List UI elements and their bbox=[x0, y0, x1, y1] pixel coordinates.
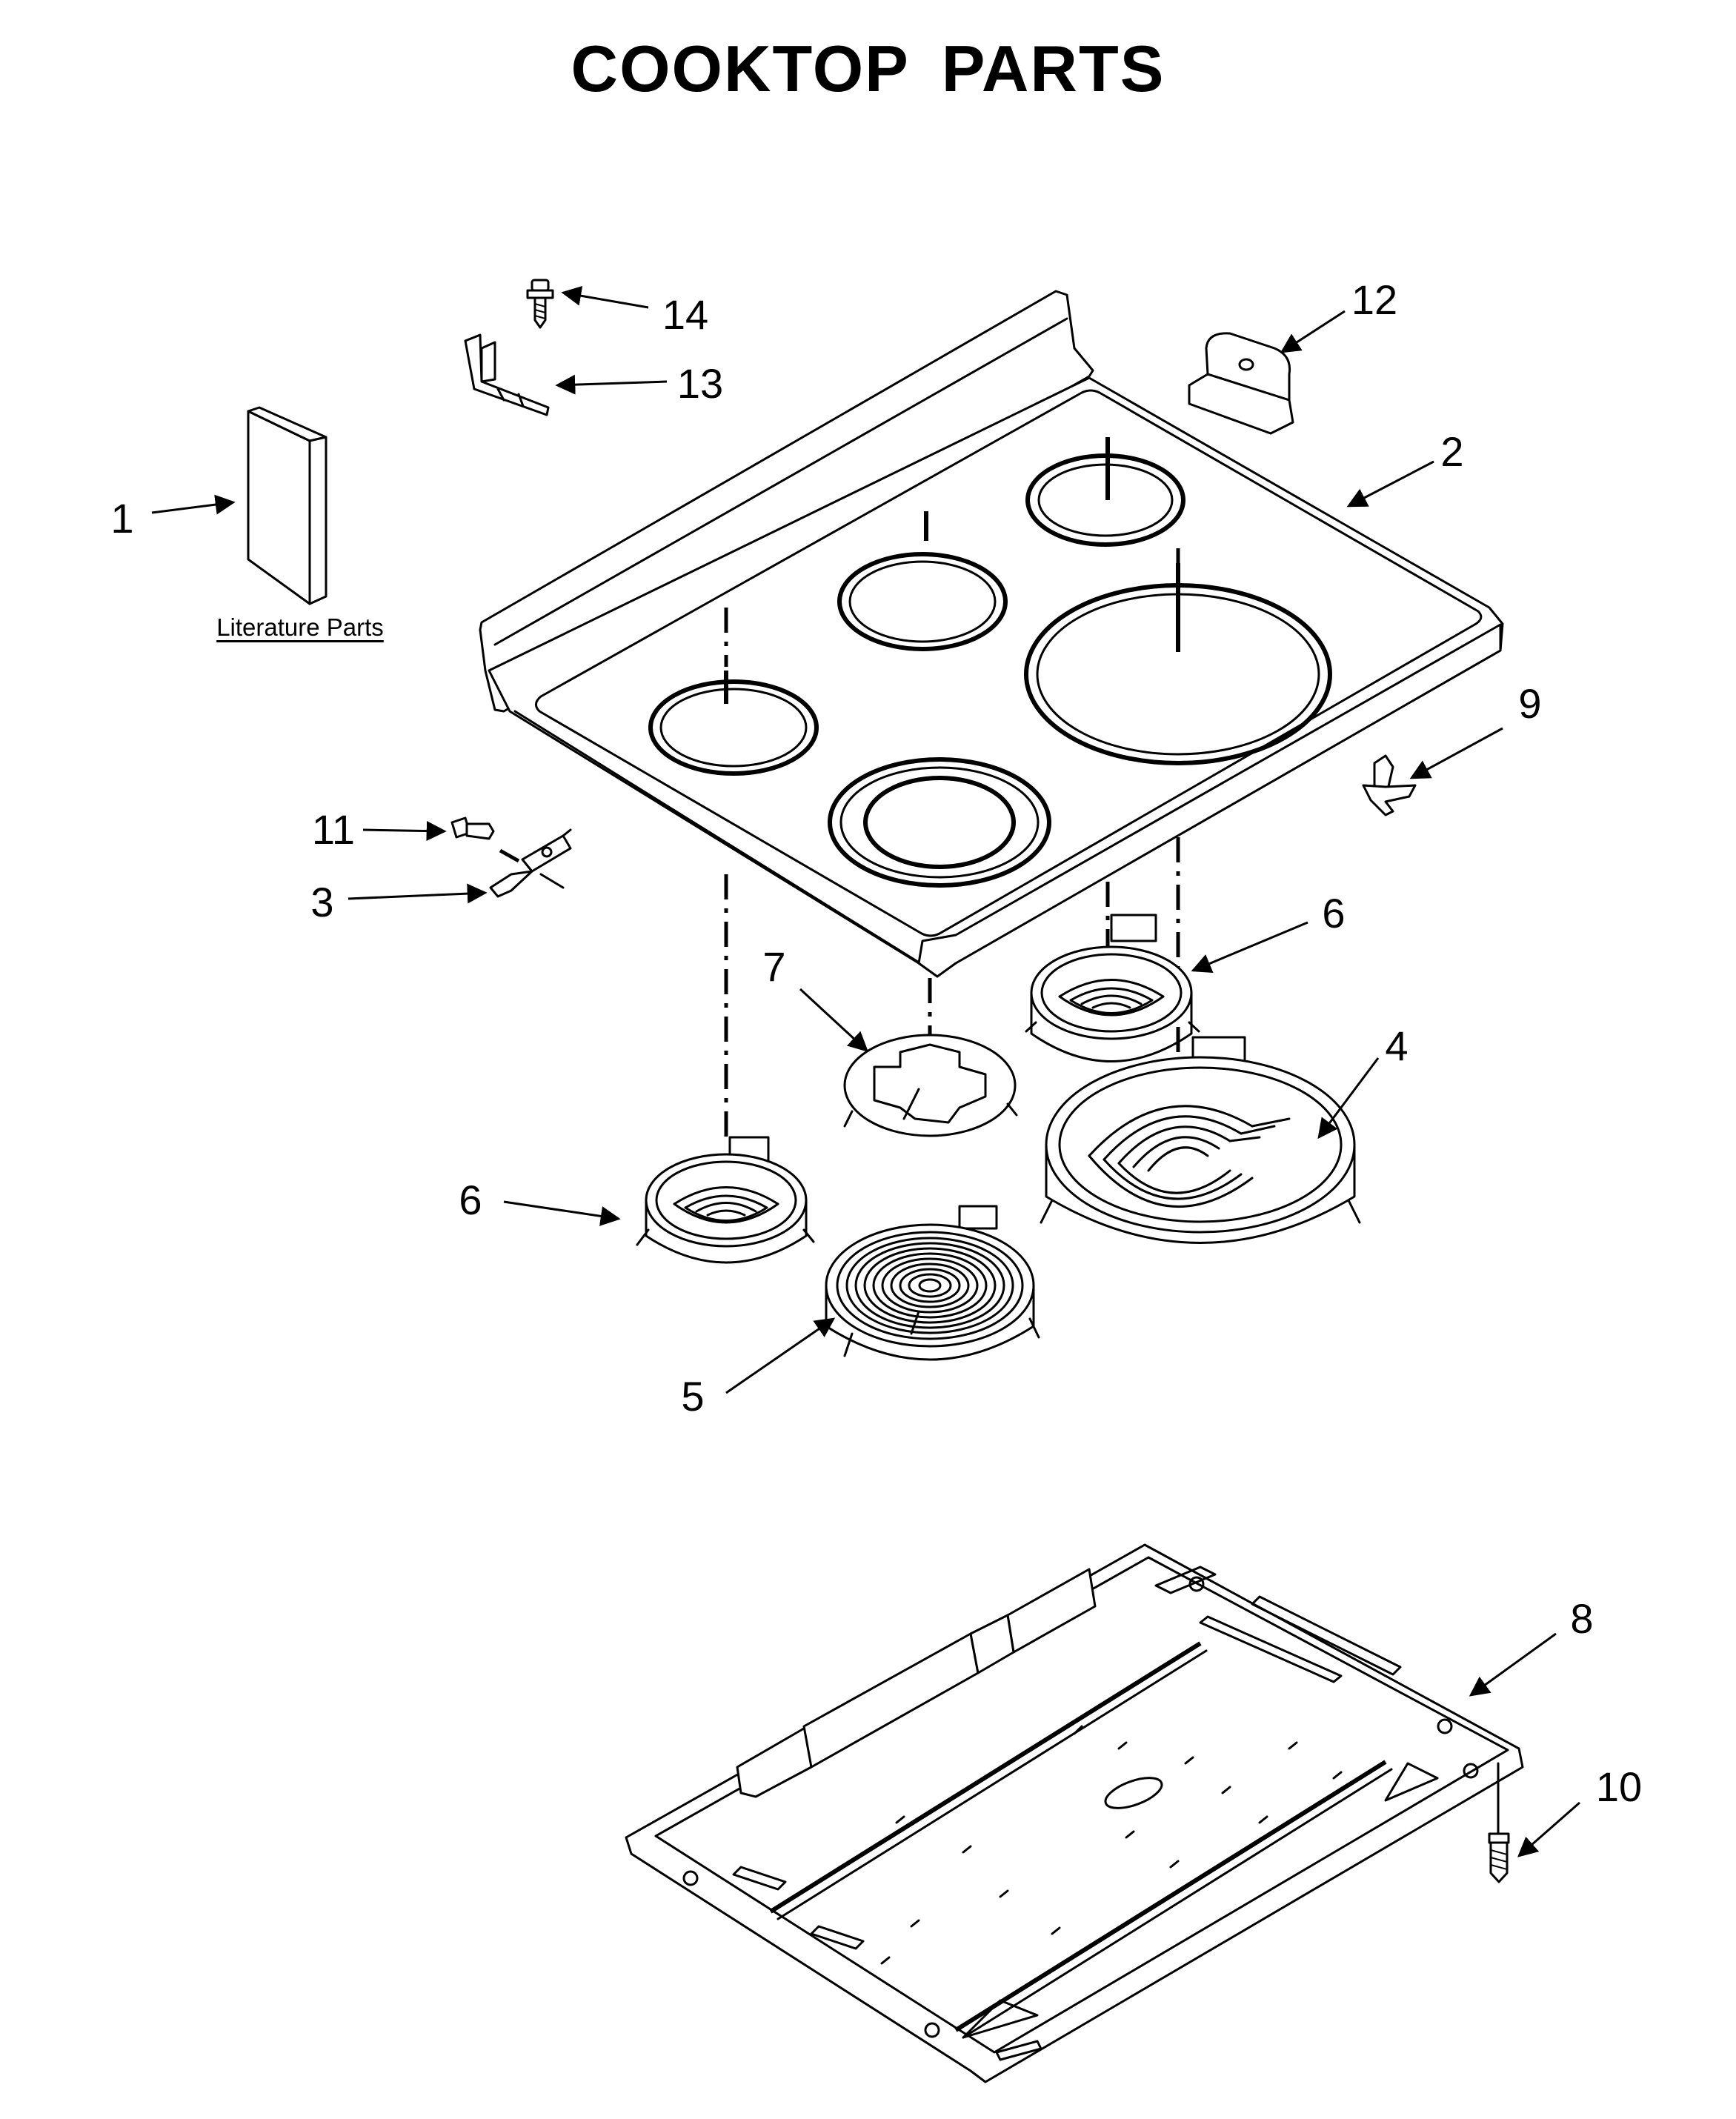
bracket-12 bbox=[1188, 332, 1294, 435]
callout-2: 2 bbox=[1440, 428, 1464, 475]
callout-4: 4 bbox=[1385, 1022, 1409, 1069]
cooktop-main-top bbox=[479, 290, 1504, 978]
callout-9: 9 bbox=[1518, 680, 1542, 727]
callout-13: 13 bbox=[676, 360, 724, 407]
element-6-lower bbox=[636, 1136, 815, 1264]
bottom-pan-8 bbox=[625, 1543, 1524, 2083]
leader-arrows bbox=[151, 285, 1580, 1857]
callout-6-lower: 6 bbox=[459, 1177, 482, 1223]
callout-7: 7 bbox=[762, 943, 786, 990]
callout-10: 10 bbox=[1595, 1763, 1643, 1810]
clip-9 bbox=[1362, 754, 1417, 816]
callout-6-upper: 6 bbox=[1322, 890, 1346, 937]
plate-7 bbox=[843, 1034, 1018, 1137]
callout-11: 11 bbox=[311, 806, 356, 853]
screw-14 bbox=[526, 279, 554, 329]
screw-10 bbox=[1488, 1762, 1510, 1883]
literature-booklet bbox=[247, 406, 327, 605]
element-4-large bbox=[1040, 1036, 1361, 1244]
callout-8: 8 bbox=[1570, 1595, 1594, 1642]
screw-11 bbox=[450, 816, 520, 863]
callout-12: 12 bbox=[1351, 276, 1398, 323]
literature-parts-label[interactable]: Literature Parts bbox=[216, 613, 384, 641]
page-title: COOKTOP PARTS bbox=[571, 32, 1165, 105]
callout-14: 14 bbox=[662, 291, 709, 338]
callout-1: 1 bbox=[110, 495, 134, 542]
callout-5: 5 bbox=[681, 1373, 705, 1420]
bracket-13 bbox=[464, 333, 550, 416]
element-6-upper bbox=[1025, 914, 1200, 1062]
sensor-3 bbox=[489, 828, 572, 898]
element-5-radiant bbox=[825, 1205, 1040, 1361]
callout-3: 3 bbox=[310, 879, 334, 925]
